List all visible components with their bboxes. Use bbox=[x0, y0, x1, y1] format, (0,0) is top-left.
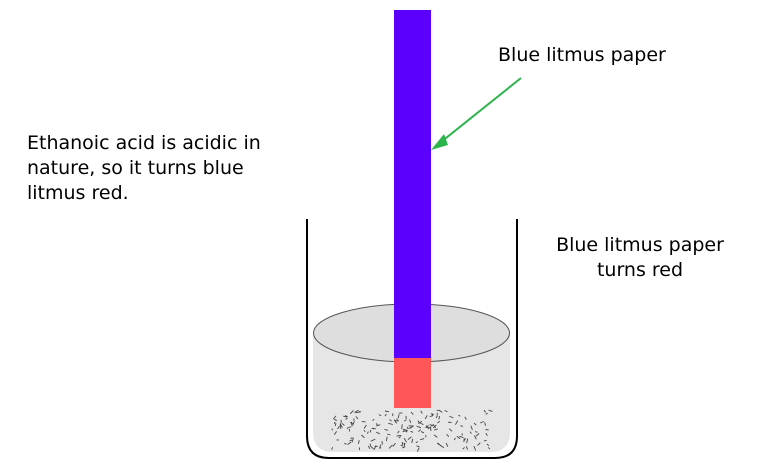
result-label: Blue litmus paper turns red bbox=[540, 233, 740, 283]
acid-explanation-line: nature, so it turns blue bbox=[27, 157, 244, 179]
litmus-strip-red bbox=[394, 358, 431, 408]
pointer-arrow bbox=[431, 77, 522, 150]
litmus-strip-blue bbox=[394, 10, 431, 358]
result-label-line: turns red bbox=[596, 259, 684, 281]
paper-callout-label: Blue litmus paper bbox=[498, 44, 666, 66]
sediment bbox=[331, 409, 493, 452]
acid-explanation: Ethanoic acid is acidic in nature, so it… bbox=[27, 131, 327, 206]
acid-explanation-line: litmus red. bbox=[27, 182, 129, 204]
result-label-line: Blue litmus paper bbox=[556, 234, 724, 256]
acid-explanation-line: Ethanoic acid is acidic in bbox=[27, 132, 261, 154]
beaker bbox=[306, 219, 518, 459]
